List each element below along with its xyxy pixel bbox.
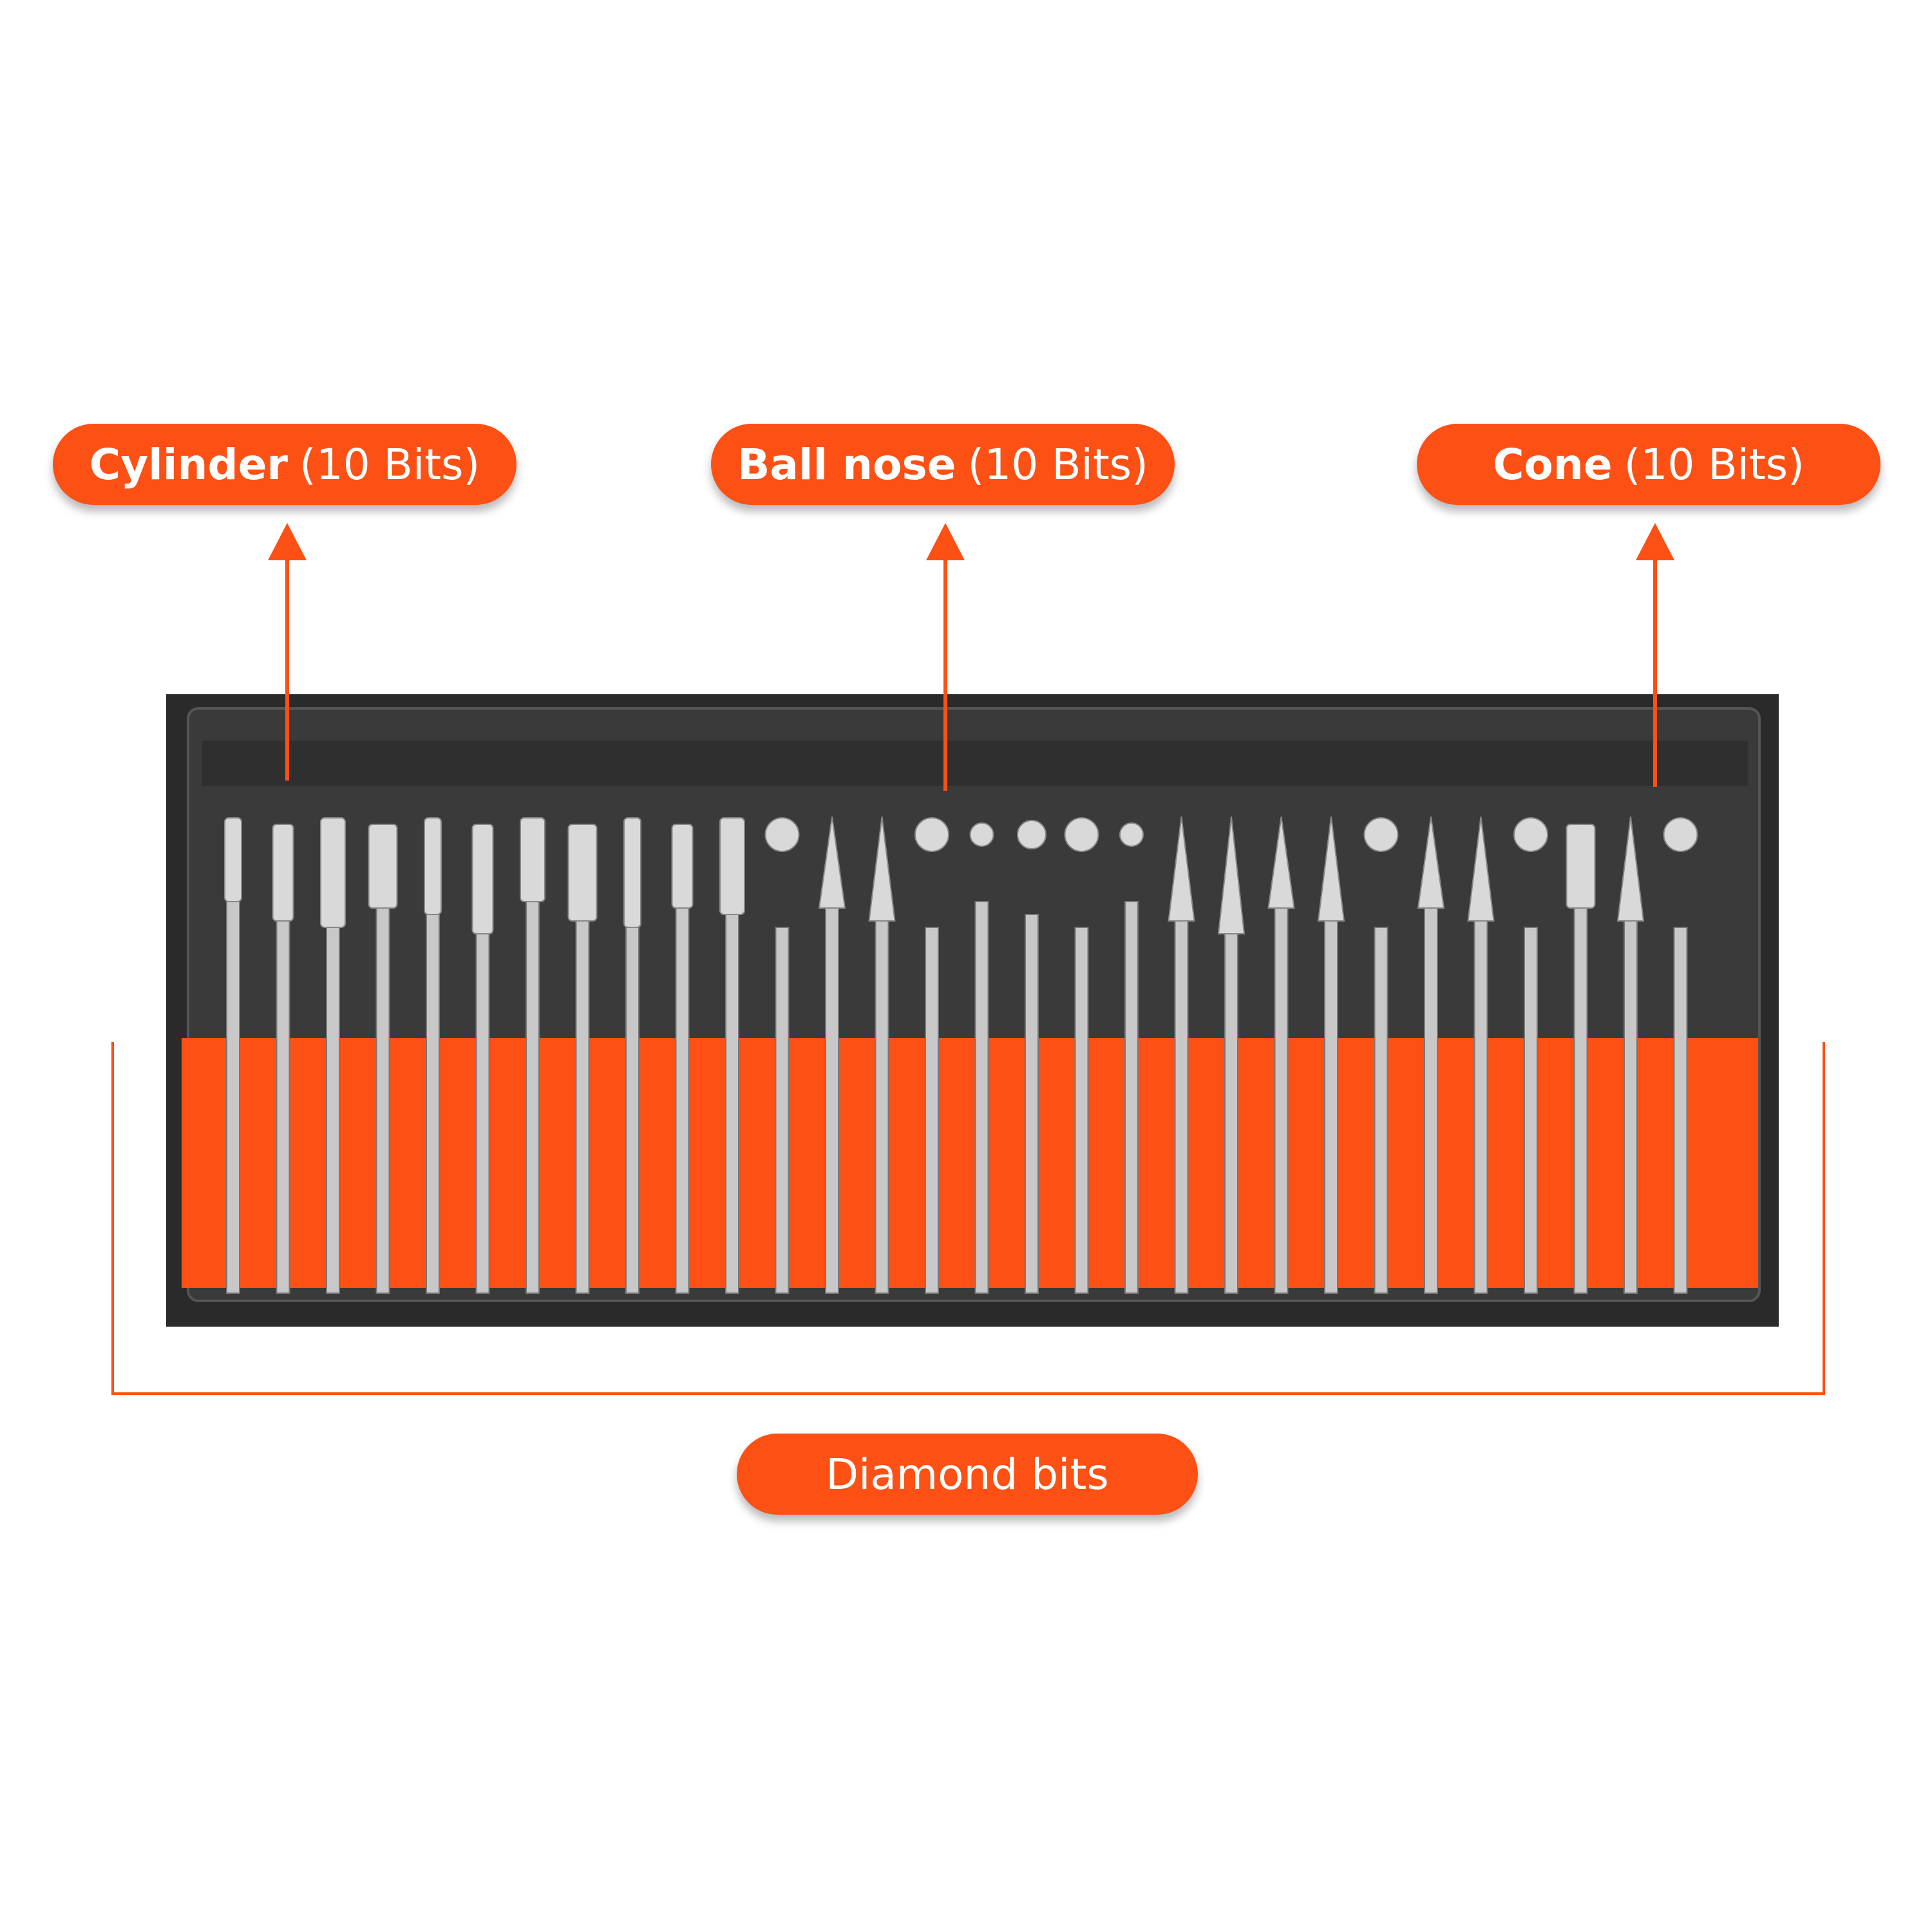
bit-9 (623, 817, 641, 1294)
diamond-bits-label: Diamond bits (737, 1434, 1198, 1515)
bit-3 (320, 817, 346, 1294)
bit-4 (368, 824, 398, 1294)
cylinder-label: Cylinder (10 Bits) (53, 424, 516, 505)
diamond-bits-label-text: Diamond bits (826, 1449, 1109, 1499)
bit-24 (1363, 817, 1399, 1294)
bit-19 (1119, 822, 1144, 1294)
cylinder-label-count: (10 Bits) (299, 439, 480, 489)
bit-28 (1566, 824, 1596, 1294)
bit-11 (719, 817, 745, 1294)
cylinder-arrow (268, 523, 307, 781)
bit-7 (520, 817, 545, 1294)
bit-30 (1663, 817, 1698, 1294)
bit-29 (1616, 816, 1645, 1294)
bit-20 (1168, 816, 1195, 1294)
bit-6 (471, 824, 494, 1294)
tray-back-wall (202, 741, 1748, 786)
diamond-bracket (111, 1042, 1825, 1395)
bit-17 (1017, 820, 1046, 1294)
cone-label-count: (10 Bits) (1624, 439, 1804, 489)
bit-1 (224, 817, 242, 1294)
cylinder-label-name: Cylinder (89, 439, 288, 489)
bit-26 (1467, 816, 1495, 1294)
bit-13 (818, 816, 846, 1294)
bit-23 (1317, 816, 1345, 1294)
cone-arrow (1636, 523, 1674, 787)
ball-nose-label-name: Ball nose (737, 439, 956, 489)
foam-insert (182, 1038, 1758, 1288)
ball-nose-label-count: (10 Bits) (967, 439, 1148, 489)
bit-27 (1513, 817, 1548, 1294)
bit-16 (969, 822, 994, 1294)
bits-group (224, 816, 1698, 1294)
cone-label-name: Cone (1493, 439, 1613, 489)
bit-10 (671, 824, 694, 1294)
bit-21 (1217, 816, 1245, 1294)
ball-nose-label: Ball nose (10 Bits) (711, 424, 1175, 505)
bit-2 (272, 824, 294, 1294)
bit-14 (868, 816, 896, 1294)
bit-8 (567, 824, 598, 1294)
bit-12 (764, 817, 800, 1294)
bit-22 (1267, 816, 1295, 1294)
bit-15 (914, 817, 949, 1294)
bit-18 (1064, 817, 1099, 1294)
cone-label: Cone (10 Bits) (1417, 424, 1880, 505)
bit-25 (1417, 816, 1445, 1294)
bit-5 (424, 817, 442, 1294)
ball-nose-arrow (926, 523, 965, 791)
